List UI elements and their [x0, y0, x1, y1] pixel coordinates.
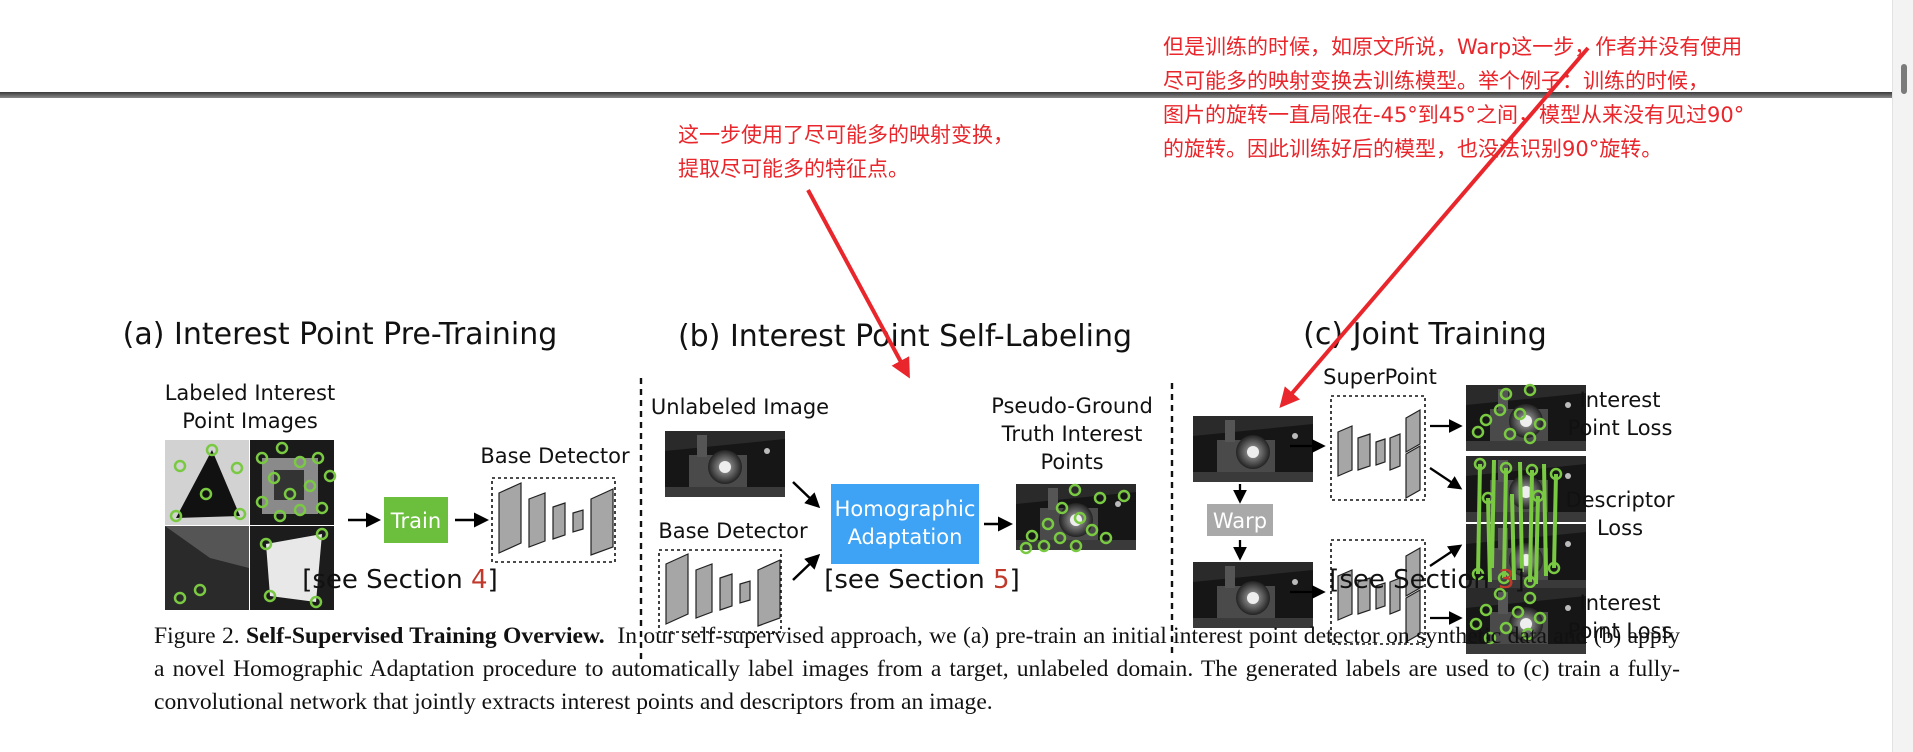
synthetic-shapes-grid	[165, 440, 337, 610]
arrow-image-to-ha	[792, 481, 821, 509]
unlabeled-image	[665, 431, 785, 497]
figure-caption: Figure 2. Self-Supervised Training Overv…	[154, 620, 1680, 719]
arrow-detector-to-ha	[792, 553, 821, 581]
homographic-label: Adaptation	[848, 525, 963, 549]
base-detector-label-b: Base Detector	[658, 519, 808, 543]
labeled-images-label: Labeled Interest	[165, 381, 336, 405]
interest-point-loss-label-2: Interest	[1580, 591, 1661, 615]
vertical-scrollbar[interactable]	[1892, 0, 1913, 752]
caption-label: Figure 2.	[154, 623, 240, 649]
pseudo-gt-label: Pseudo-Ground	[991, 394, 1153, 418]
pseudo-gt-image	[1016, 483, 1136, 555]
caption-text: In our self-supervised approach, we (a) …	[154, 623, 1681, 715]
figure-2: (a) Interest Point Pre-Training (b) Inte…	[123, 317, 1675, 660]
interest-points-image-2	[1466, 587, 1586, 654]
arrow-to-descriptor-1	[1429, 467, 1463, 490]
superpoint-layers-2	[1337, 546, 1421, 644]
panel-a-title: (a) Interest Point Pre-Training	[123, 317, 558, 352]
panel-b-title: (b) Interest Point Self-Labeling	[678, 319, 1132, 354]
interest-point-loss-label-2: Point Loss	[1568, 619, 1673, 643]
warp-label: Warp	[1213, 509, 1267, 533]
warp-box	[1207, 504, 1273, 536]
descriptor-match-image	[1466, 456, 1586, 590]
input-image	[1193, 416, 1313, 482]
base-detector-b	[658, 549, 782, 633]
annotation-note-1: 这一步使用了尽可能多的映射变换， 提取尽可能多的特征点。	[678, 123, 1014, 181]
homographic-adaptation-box	[831, 484, 979, 564]
scrollbar-thumb[interactable]	[1901, 64, 1907, 94]
pseudo-gt-label: Points	[1040, 450, 1103, 474]
page-separator	[0, 92, 1913, 98]
see-section-4[interactable]: [see Section 4]	[302, 565, 498, 595]
annotation-note-2: 但是训练的时候，如原文所说，Warp这一步，作者并没有使用 尽可能多的映射变换去…	[1163, 35, 1745, 161]
warped-image	[1193, 562, 1313, 628]
interest-point-loss-label-1: Point Loss	[1568, 416, 1673, 440]
base-detector-label-a: Base Detector	[480, 444, 630, 468]
train-label: Train	[390, 509, 441, 533]
descriptor-loss-label: Descriptor	[1565, 488, 1674, 512]
pdf-page: (a) Interest Point Pre-Training (b) Inte…	[0, 98, 1893, 752]
see-section-5[interactable]: [see Section 5]	[824, 565, 1020, 595]
labeled-images-label: Point Images	[182, 409, 318, 433]
arrow-to-descriptor-2	[1429, 544, 1463, 567]
base-detector-a	[491, 477, 616, 563]
train-box	[384, 497, 448, 543]
superpoint-net-1	[1330, 395, 1426, 501]
panel-c-title: (c) Joint Training	[1303, 317, 1547, 352]
caption-bold: Self-Supervised Training Overview.	[246, 623, 605, 649]
unlabeled-image-label: Unlabeled Image	[651, 395, 829, 419]
previous-page-area	[0, 0, 1913, 92]
see-section-3[interactable]: [see Section 3]	[1329, 565, 1525, 595]
superpoint-net-2	[1330, 539, 1426, 645]
superpoint-layers-1	[1337, 408, 1421, 500]
homographic-label: Homographic	[835, 497, 976, 521]
descriptor-loss-label: Loss	[1597, 516, 1643, 540]
pseudo-gt-label: Truth Interest	[1001, 422, 1143, 446]
superpoint-label: SuperPoint	[1323, 365, 1437, 389]
interest-point-loss-label-1: Interest	[1580, 388, 1661, 412]
